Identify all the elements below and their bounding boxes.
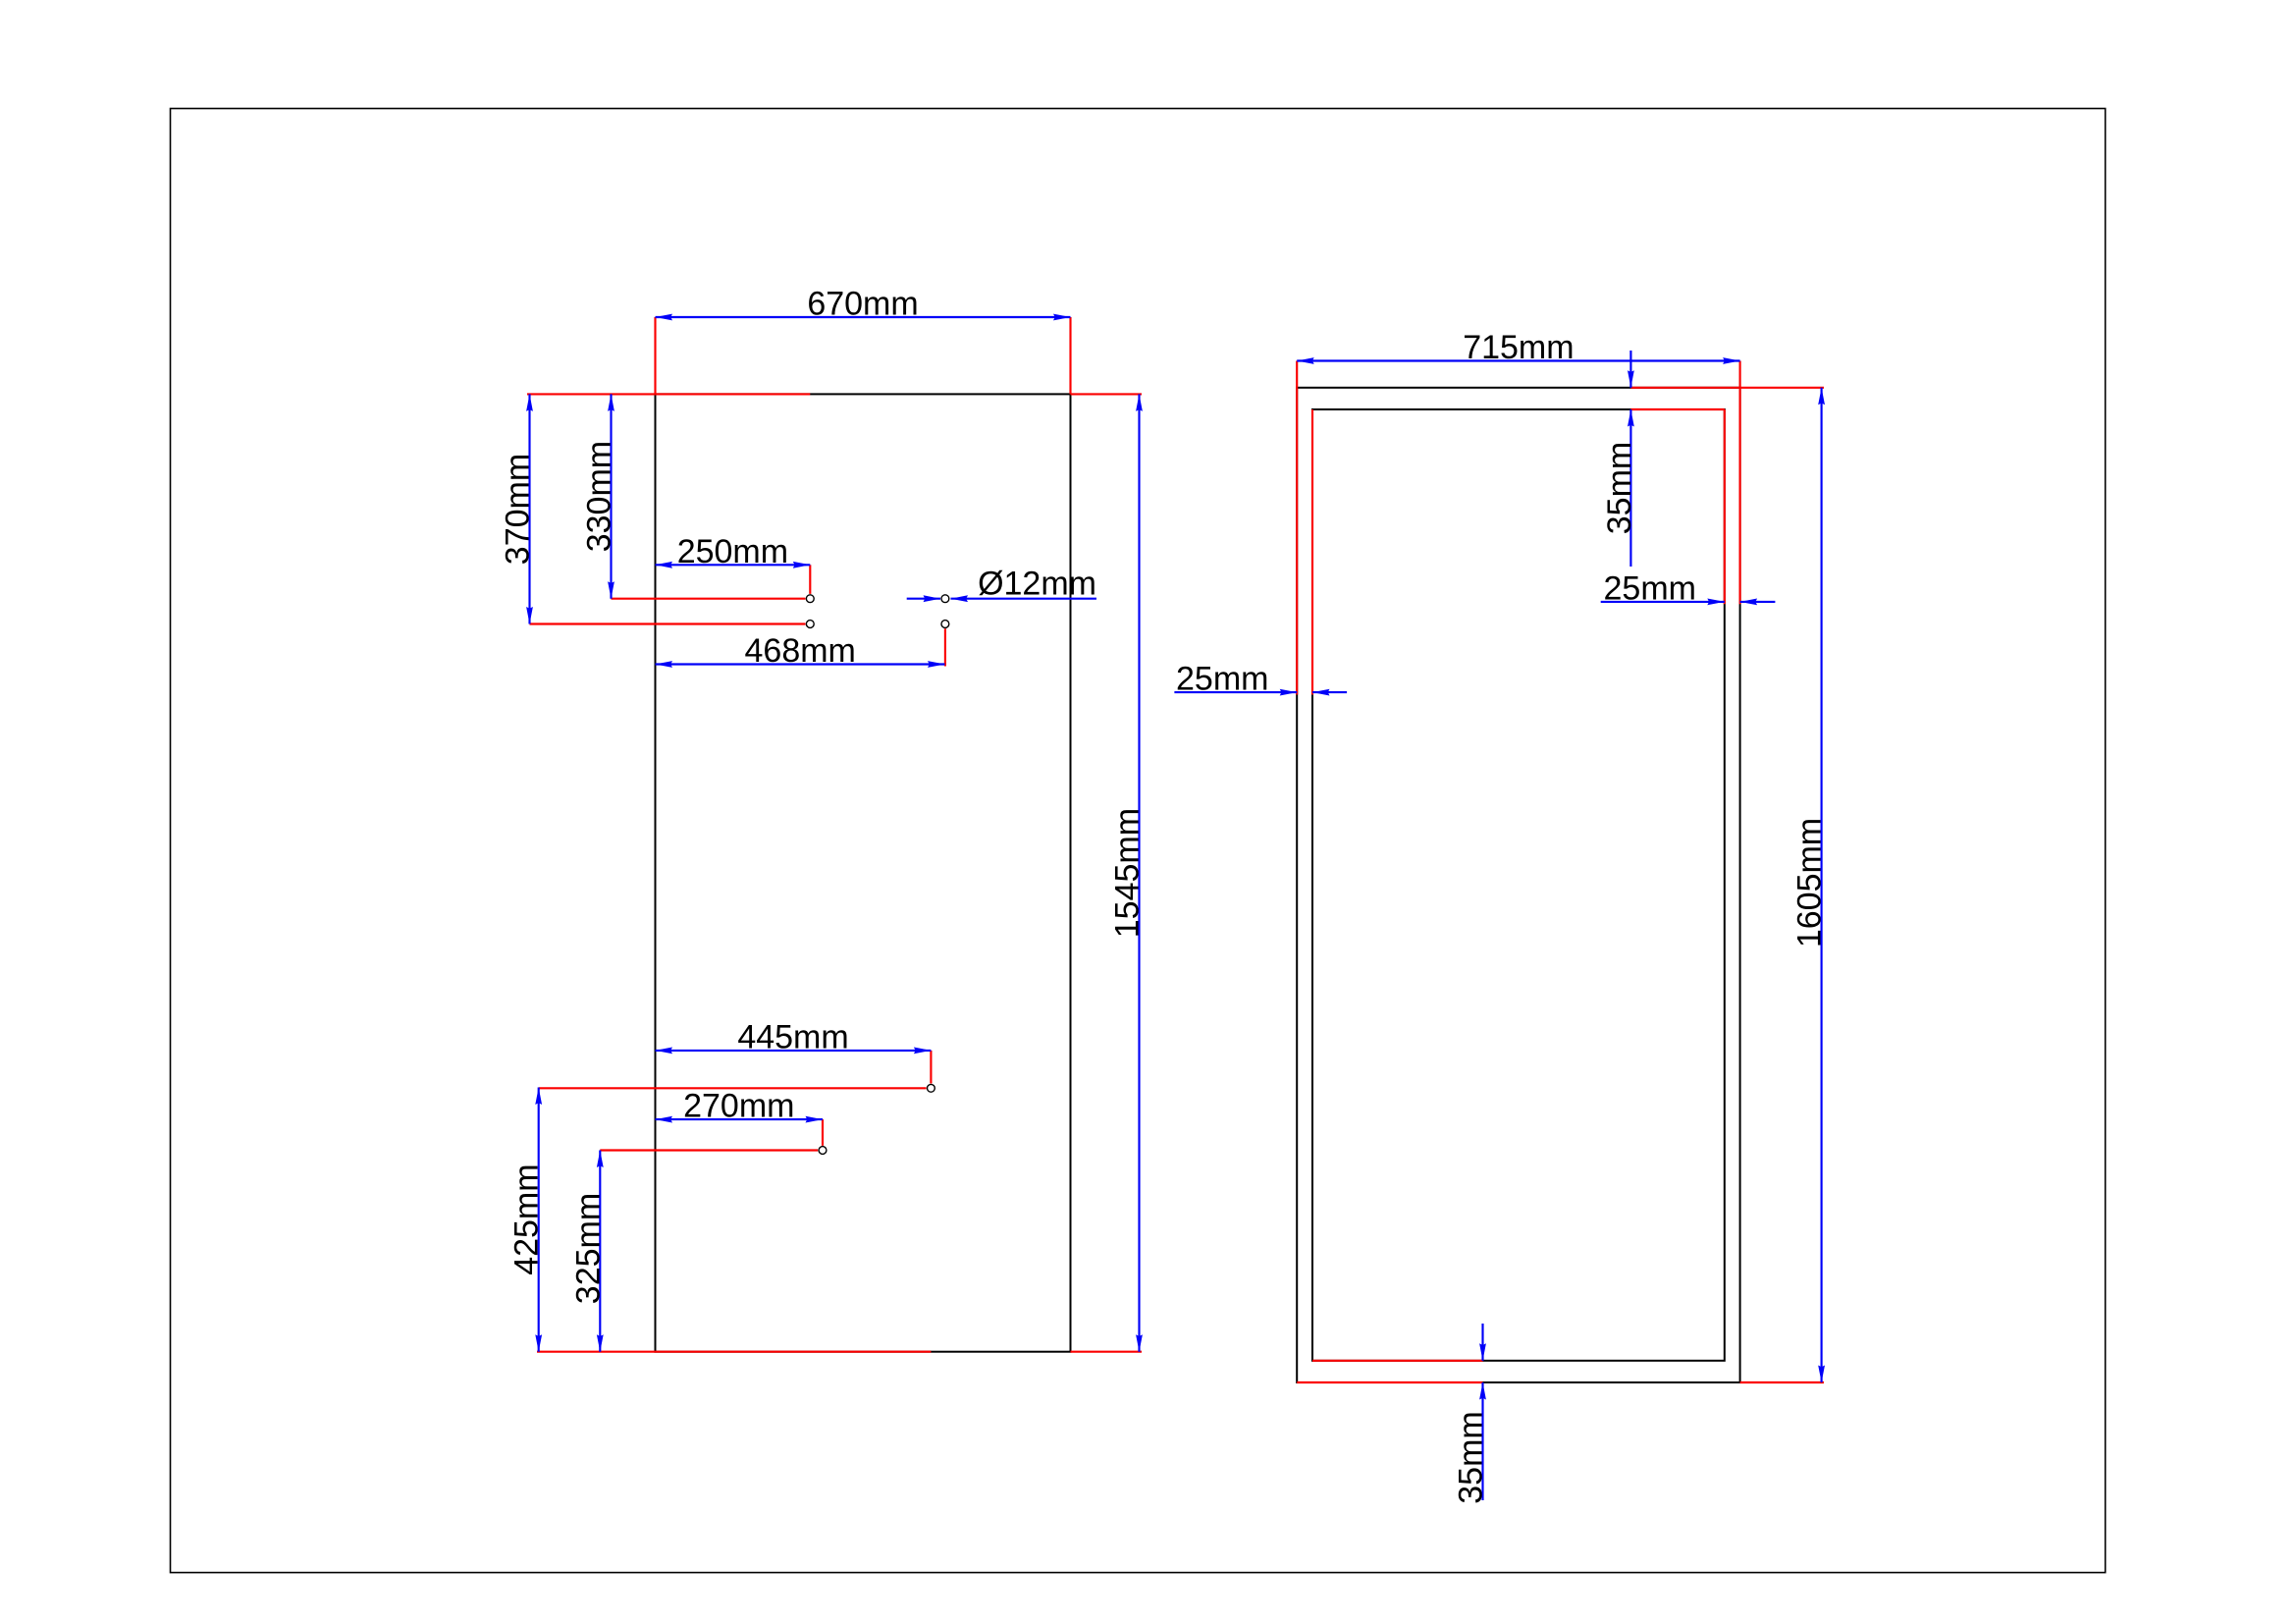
svg-text:1605mm: 1605mm (1791, 818, 1829, 947)
svg-text:370mm: 370mm (500, 454, 537, 565)
svg-text:25mm: 25mm (1604, 569, 1696, 607)
svg-text:35mm: 35mm (1453, 1411, 1490, 1503)
svg-text:425mm: 425mm (508, 1163, 546, 1274)
svg-text:330mm: 330mm (581, 441, 618, 552)
svg-text:445mm: 445mm (737, 1018, 848, 1055)
svg-text:1545mm: 1545mm (1109, 808, 1147, 938)
svg-text:Ø12mm: Ø12mm (978, 566, 1096, 603)
svg-text:670mm: 670mm (807, 286, 918, 323)
svg-text:250mm: 250mm (677, 533, 788, 570)
svg-text:25mm: 25mm (1176, 661, 1268, 698)
svg-text:468mm: 468mm (745, 632, 856, 670)
svg-text:35mm: 35mm (1601, 442, 1638, 534)
svg-text:325mm: 325mm (569, 1193, 607, 1304)
svg-text:270mm: 270mm (683, 1088, 794, 1125)
svg-text:715mm: 715mm (1463, 329, 1574, 366)
